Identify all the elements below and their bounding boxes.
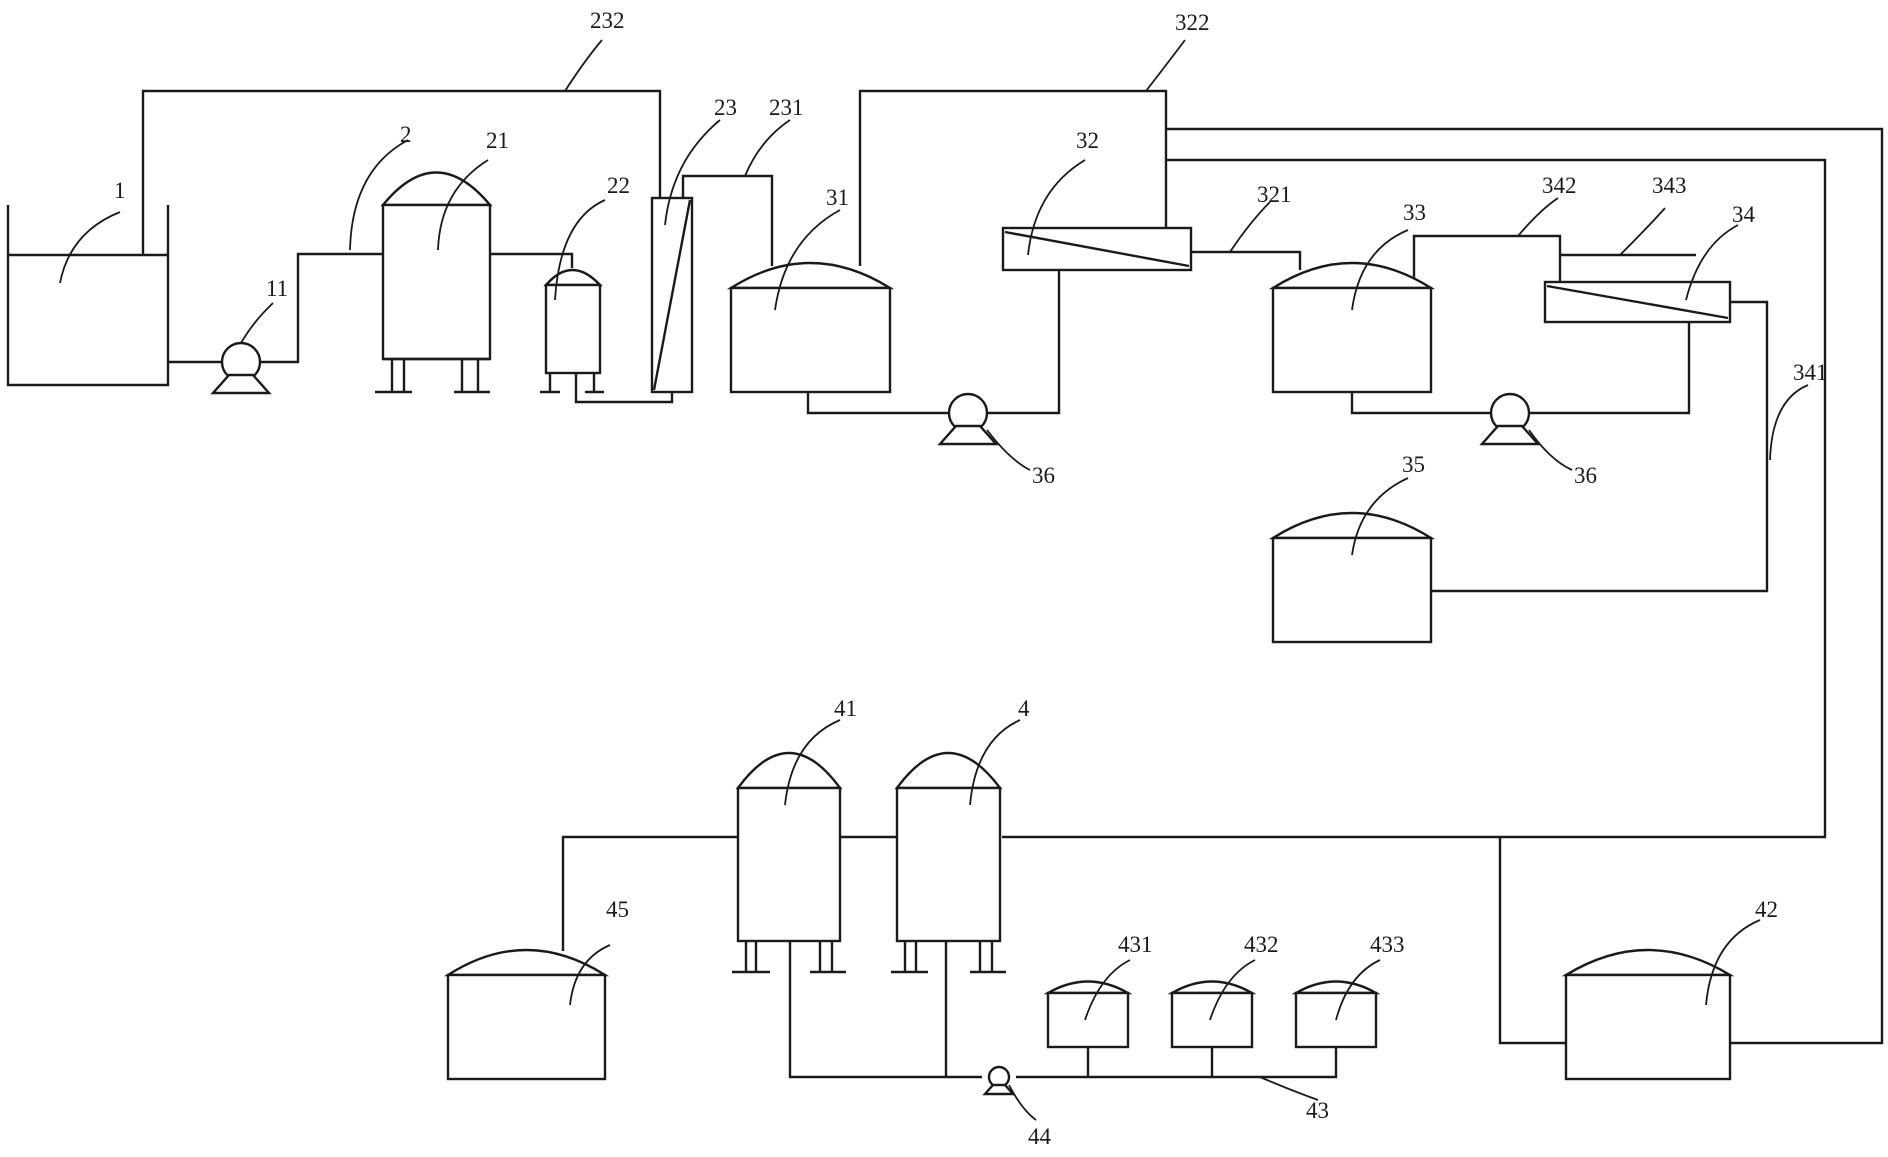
tank-432 (1167, 980, 1257, 1049)
membrane-32 (1001, 226, 1193, 272)
tank-31 (726, 261, 895, 394)
pipe-321 (1191, 250, 1302, 270)
tank-433 (1291, 980, 1381, 1049)
label-34: 34 (1732, 202, 1756, 227)
label-342: 342 (1542, 173, 1577, 198)
tank-45 (443, 948, 610, 1081)
label-232: 232 (590, 8, 625, 33)
tank-35 (1268, 511, 1436, 644)
pump-44-icon (982, 1065, 1016, 1096)
equipment (6, 171, 1735, 1096)
pipe-return-inner (1002, 158, 1827, 839)
tank-33 (1268, 261, 1436, 394)
pump-11-icon (210, 341, 272, 395)
pipe-pump36a-32 (988, 270, 1061, 415)
pipelines (141, 89, 1884, 1079)
tank-431 (1043, 980, 1133, 1049)
label-33: 33 (1403, 200, 1426, 225)
labels: 1 11 2 21 22 23 231 232 31 32 321 322 33… (114, 8, 1828, 1149)
label-343: 343 (1652, 173, 1687, 198)
label-231: 231 (769, 95, 804, 120)
pipe-31-pump36a (806, 392, 948, 415)
label-432: 432 (1244, 932, 1279, 957)
label-433: 433 (1370, 932, 1405, 957)
membrane-34 (1543, 280, 1732, 324)
pipe-41-45 (561, 835, 738, 951)
label-341: 341 (1793, 360, 1828, 385)
pipe-return-outer (1166, 127, 1884, 1045)
label-42: 42 (1755, 897, 1778, 922)
label-21: 21 (486, 128, 509, 153)
vessel-41 (732, 752, 846, 974)
vessel-21 (375, 171, 493, 394)
leader-lines (59, 39, 1809, 1121)
pipe-231 (681, 174, 774, 266)
label-31: 31 (826, 185, 849, 210)
vessel-4 (891, 752, 1006, 974)
label-36a: 36 (1032, 463, 1055, 488)
pipe-21-22 (490, 252, 574, 268)
label-43: 43 (1306, 1098, 1329, 1123)
label-22: 22 (607, 173, 630, 198)
pipe-22-23 (574, 372, 674, 404)
pipe-2 (260, 252, 383, 364)
label-45: 45 (606, 897, 629, 922)
label-2: 2 (400, 122, 412, 147)
label-44: 44 (1028, 1124, 1052, 1149)
pipe-341 (1430, 300, 1769, 593)
pipe-41-manifold (788, 941, 982, 1079)
pipe-232 (141, 89, 662, 255)
tank-1 (6, 205, 170, 387)
pipe-342 (1412, 234, 1562, 282)
label-4: 4 (1018, 696, 1030, 721)
pipe-branch-42 (1498, 837, 1566, 1045)
label-321: 321 (1257, 182, 1292, 207)
pump-36b-icon (1479, 392, 1541, 446)
vessel-22 (540, 268, 604, 394)
pipe-pump36b-34 (1530, 322, 1691, 415)
pipe-43 (1016, 1047, 1338, 1079)
column-23 (650, 196, 694, 394)
label-36b: 36 (1574, 463, 1597, 488)
label-11: 11 (266, 276, 288, 301)
label-431: 431 (1118, 932, 1153, 957)
label-23: 23 (714, 95, 737, 120)
label-35: 35 (1402, 452, 1425, 477)
tank-42 (1561, 948, 1735, 1081)
label-41: 41 (834, 696, 857, 721)
label-32: 32 (1076, 128, 1099, 153)
label-1: 1 (114, 178, 126, 203)
label-322: 322 (1175, 10, 1210, 35)
pump-36a-icon (937, 392, 999, 446)
pipe-33-pump36b (1350, 392, 1490, 415)
